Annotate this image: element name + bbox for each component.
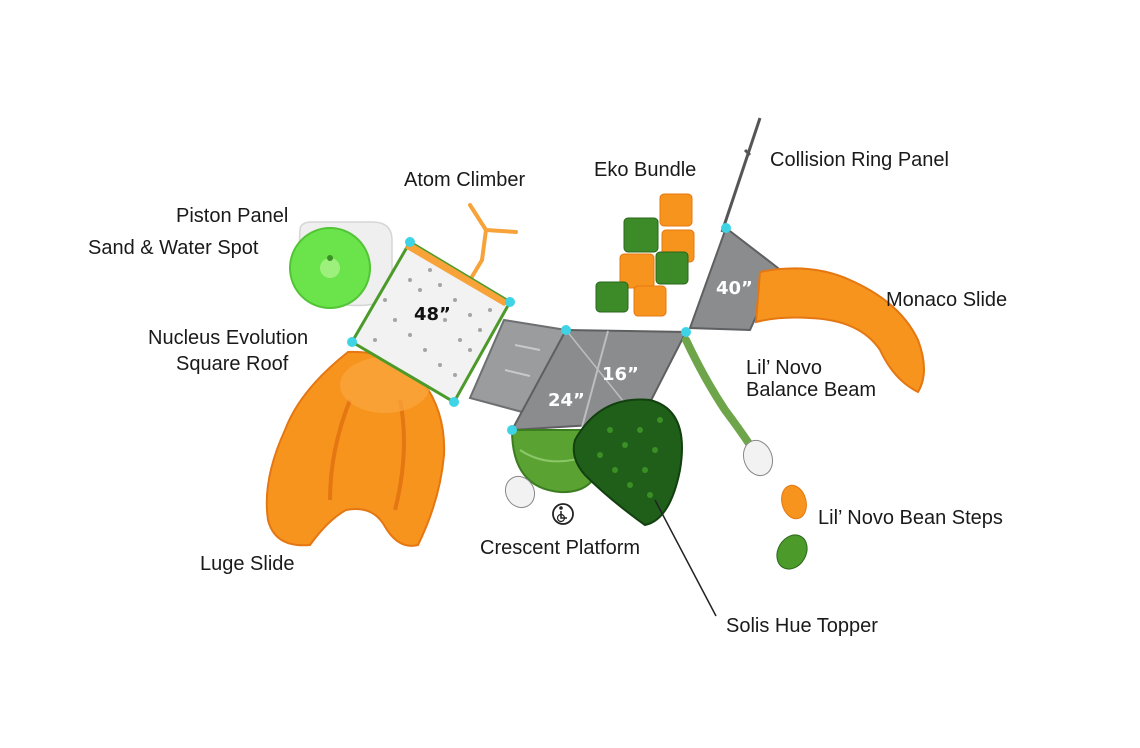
- deck-height-16: 16”: [602, 364, 639, 385]
- wheelchair-icon: [552, 503, 574, 525]
- posts: [347, 223, 731, 435]
- label-solis-hue-topper: Solis Hue Topper: [726, 615, 878, 637]
- label-balance-line2: Balance Beam: [746, 379, 876, 401]
- label-collision-ring-panel: Collision Ring Panel: [770, 149, 949, 171]
- eko-bundle: [595, 193, 695, 317]
- sand-water-spot: [289, 221, 393, 309]
- label-monaco-slide: Monaco Slide: [886, 289, 1007, 311]
- lil-novo-balance-beam: [682, 336, 774, 477]
- solis-hue-topper: [572, 398, 683, 527]
- label-balance-line1: Lil’ Novo: [746, 357, 822, 379]
- deck-height-24: 24”: [548, 390, 585, 411]
- monaco-slide: [754, 267, 925, 394]
- label-luge-slide: Luge Slide: [200, 553, 295, 575]
- lil-novo-bean-steps: [504, 475, 808, 570]
- deck-40: 40”: [688, 226, 780, 332]
- label-crescent-platform: Crescent Platform: [480, 537, 640, 559]
- deck-height-40: 40”: [716, 278, 753, 299]
- collision-ring-panel: [720, 117, 762, 233]
- nucleus-evolution-square-roof: 48”: [349, 239, 513, 405]
- label-eko-bundle: Eko Bundle: [594, 159, 696, 181]
- atom-climber: [468, 203, 518, 282]
- label-atom-climber: Atom Climber: [404, 169, 525, 191]
- leader-line-solis: [654, 499, 717, 617]
- label-nucleus-line2: Square Roof: [176, 353, 289, 375]
- label-sand-water-spot: Sand & Water Spot: [88, 237, 259, 259]
- label-bean-steps: Lil’ Novo Bean Steps: [818, 507, 1003, 529]
- deck-height-48: 48”: [414, 304, 451, 325]
- label-piston-panel: Piston Panel: [176, 205, 288, 227]
- label-nucleus-line1: Nucleus Evolution: [148, 327, 308, 349]
